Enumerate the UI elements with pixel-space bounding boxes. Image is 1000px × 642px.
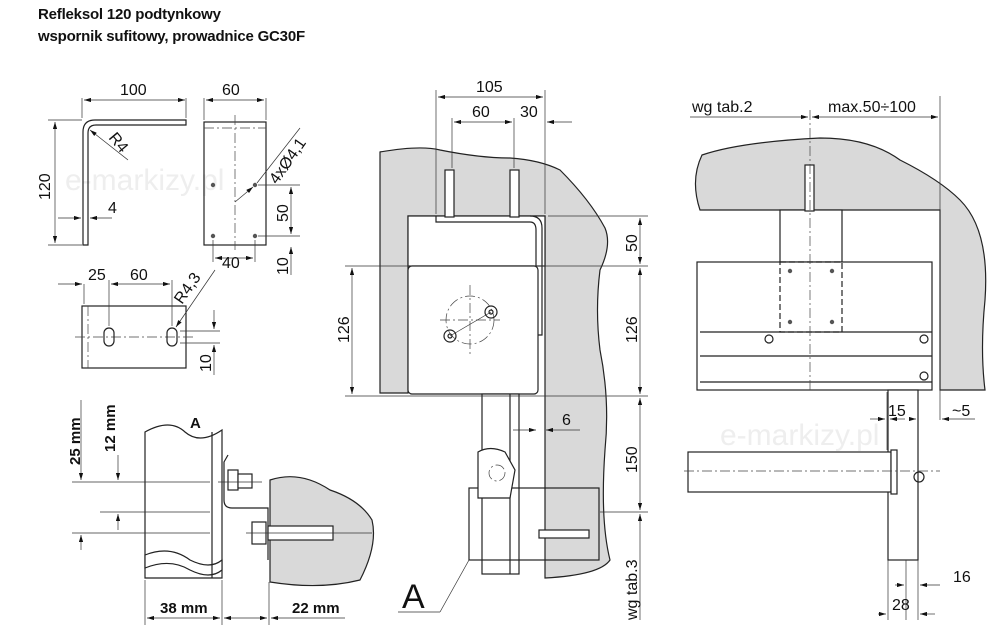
- dim-50-side: 50: [624, 234, 641, 252]
- dim-6: 6: [562, 412, 571, 429]
- dim-105: 105: [476, 79, 503, 96]
- title-line-2: wspornik sufitowy, prowadnice GC30F: [38, 28, 305, 45]
- dim-slot-v-offset: 10: [198, 354, 215, 372]
- watermark-1: e-markizy.pl: [65, 164, 224, 197]
- dim-front-width: 60: [222, 82, 240, 99]
- dim-22mm: 22 mm: [292, 600, 340, 617]
- dim-bracket-width: 100: [120, 82, 147, 99]
- dim-hole-spacing-v: 50: [275, 204, 292, 222]
- dim-30: 30: [520, 104, 538, 121]
- front-view: wg tab.2 max.50÷100 15 ~5 16 28: [684, 96, 987, 620]
- dim-wg-tab2: wg tab.2: [691, 99, 753, 116]
- dim-bracket-height: 120: [37, 173, 54, 200]
- dim-126-left: 126: [336, 316, 353, 343]
- dim-12mm: 12 mm: [102, 404, 119, 452]
- dim-150: 150: [624, 446, 641, 473]
- dim-thickness: 4: [108, 200, 117, 217]
- dim-offset-bottom: 10: [275, 257, 292, 275]
- dim-hole-spacing-h: 40: [222, 255, 240, 272]
- dim-wg-tab3: wg tab.3: [624, 559, 641, 621]
- bracket-top-view: 25 60 R4,3 10: [58, 267, 220, 375]
- dim-bend-radius: R4: [105, 130, 131, 157]
- detail-a-callout: A: [402, 578, 425, 616]
- dim-slot-spacing: 60: [130, 267, 148, 284]
- dim-28: 28: [892, 597, 910, 614]
- detail-a-label: A: [190, 415, 201, 432]
- dim-max-range: max.50÷100: [828, 99, 916, 116]
- dim-16: 16: [953, 569, 971, 586]
- dim-slot-radius: R4,3: [171, 270, 204, 308]
- dim-60-top: 60: [472, 104, 490, 121]
- side-view: 105 60 30 50 126 126 150 wg tab.3 6 A: [336, 79, 648, 621]
- watermark-2: e-markizy.pl: [720, 419, 879, 452]
- title-line-1: Refleksol 120 podtynkowy: [38, 6, 221, 23]
- dim-126-right: 126: [624, 316, 641, 343]
- detail-a: A 25 mm 12 mm 38 mm 22 mm: [67, 400, 375, 625]
- dim-15: 15: [888, 403, 906, 420]
- dim-38mm: 38 mm: [160, 600, 208, 617]
- dim-5: ~5: [952, 403, 970, 420]
- dim-25mm: 25 mm: [67, 417, 84, 465]
- dim-slot-offset-left: 25: [88, 267, 106, 284]
